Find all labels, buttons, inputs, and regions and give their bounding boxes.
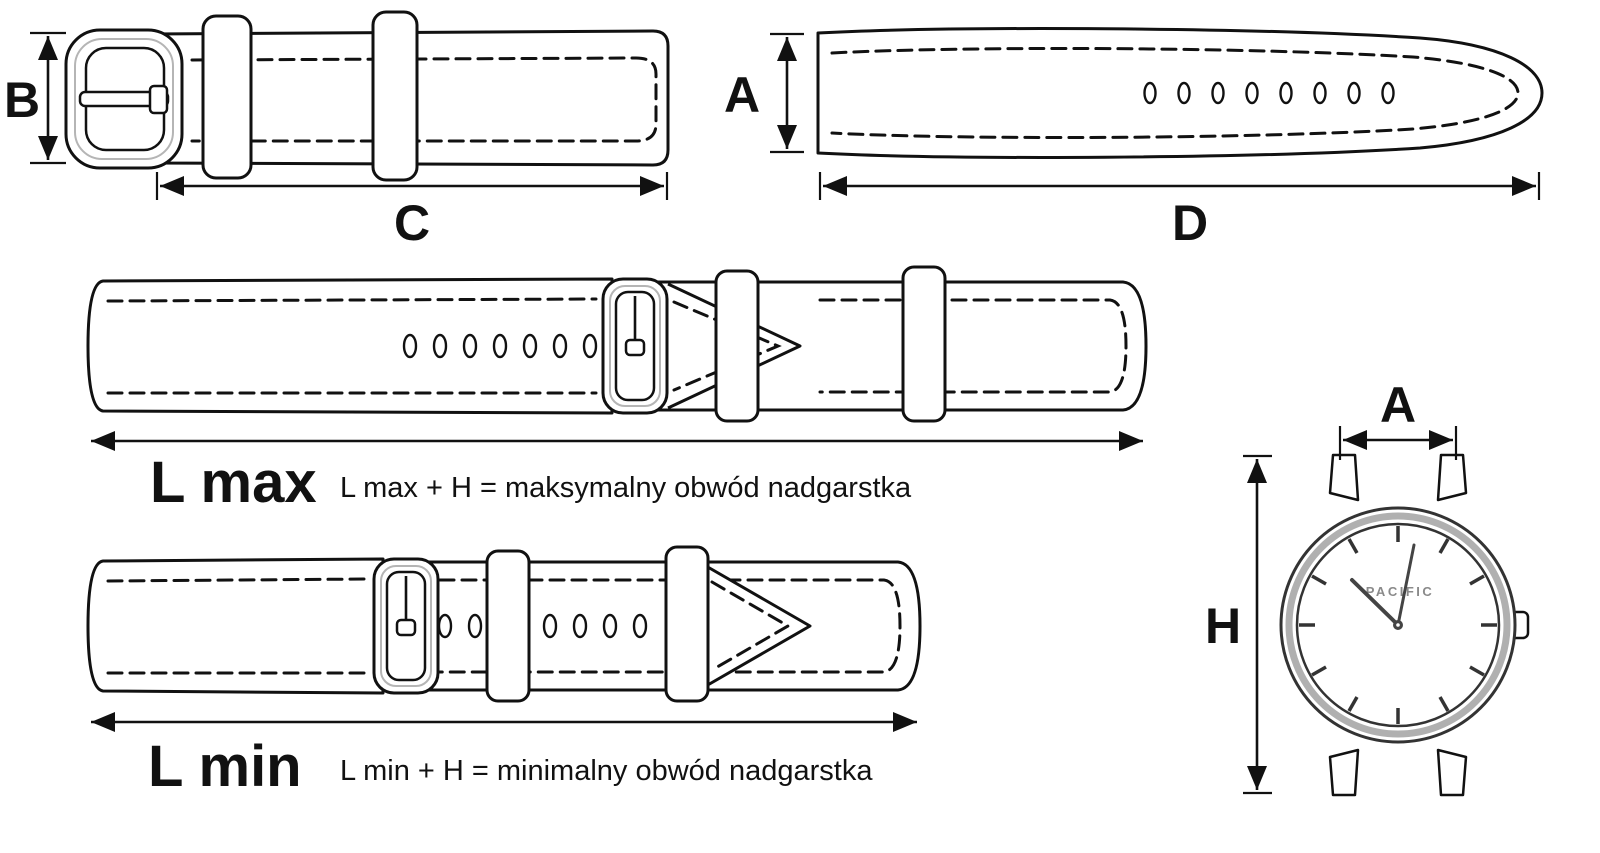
dim-label-watch-h: H <box>1205 598 1241 654</box>
dimension-d: D <box>818 172 1541 251</box>
strap-body-left <box>86 277 614 415</box>
keeper-loop <box>485 549 531 703</box>
stitching <box>818 298 1128 394</box>
stitching <box>830 46 1520 140</box>
stitching <box>438 578 902 674</box>
watch-hands <box>1350 543 1416 630</box>
stitching <box>190 56 658 143</box>
l-max-strap-diagram: L max L max + H = maksymalny obwód nadga… <box>86 265 1148 515</box>
dim-label-b: B <box>4 72 40 128</box>
dimension-watch-a: A <box>1338 377 1458 460</box>
keeper-loop <box>901 265 947 423</box>
tip-strap-diagram: A D <box>724 27 1544 251</box>
dimension-b: B <box>4 31 66 165</box>
dim-label-a: A <box>724 67 760 123</box>
watch-brand: PACIFIC <box>1366 584 1435 599</box>
keeper-loop <box>714 269 760 423</box>
buckle-icon <box>372 557 440 695</box>
l-min-formula: L min + H = minimalny obwód nadgarstka <box>340 755 873 787</box>
watch-lugs <box>1328 453 1468 797</box>
buckle-strap-diagram: B C <box>4 10 670 251</box>
l-min-label: L min <box>148 734 302 799</box>
l-max-label: L max <box>150 450 317 515</box>
strap-tip <box>705 564 812 688</box>
buckle-icon <box>601 277 669 415</box>
keeper-loop <box>371 10 419 182</box>
dimension-c: C <box>155 172 669 251</box>
stitching <box>106 297 598 303</box>
keeper-loop <box>664 545 710 703</box>
watch-hour-markers <box>1299 526 1497 724</box>
dim-label-watch-a: A <box>1380 377 1416 433</box>
strap-holes <box>1143 81 1395 105</box>
buckle-icon <box>64 28 184 170</box>
dim-label-c: C <box>394 195 430 251</box>
l-min-strap-diagram: L min L min + H = minimalny obwód nadgar… <box>86 545 922 799</box>
dim-label-d: D <box>1172 195 1208 251</box>
strap-holes <box>402 333 598 359</box>
strap-body-left <box>86 557 385 695</box>
dimension-a: A <box>724 32 804 154</box>
keeper-loop <box>201 14 253 180</box>
dimension-watch-h: H <box>1205 454 1272 795</box>
watch-diagram: PACIFIC A H <box>1205 377 1530 797</box>
l-max-formula: L max + H = maksymalny obwód nadgarstka <box>340 472 912 504</box>
stitching <box>106 577 370 583</box>
